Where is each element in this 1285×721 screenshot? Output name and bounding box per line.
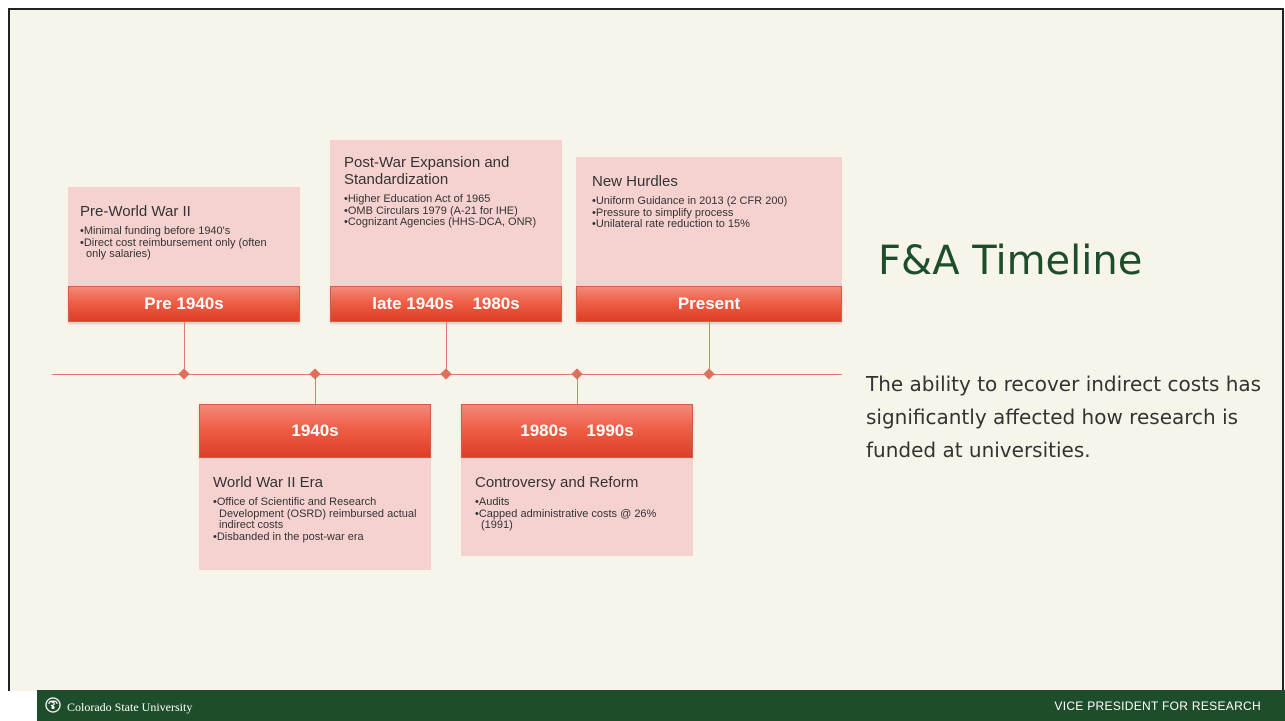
card-heading: World War II Era xyxy=(213,474,324,491)
bullet: Higher Education Act of 1965 xyxy=(344,193,550,206)
card-heading: Pre-World War II xyxy=(80,203,191,220)
card-bullets: Minimal funding before 1940's Direct cos… xyxy=(80,225,288,261)
ram-logo-icon xyxy=(45,697,61,718)
connector xyxy=(709,322,710,374)
period-bar-late-1940s-1980s: late 1940s 1980s xyxy=(330,286,562,322)
period-bar-pre-1940s: Pre 1940s xyxy=(68,286,300,322)
timeline-card-1940s: World War II Era Office of Scientific an… xyxy=(199,458,431,570)
timeline-card-1980s-1990s: Controversy and Reform Audits Capped adm… xyxy=(461,458,693,556)
timeline-card-pre-1940s: Pre-World War II Minimal funding before … xyxy=(68,187,300,287)
slide-title: F&A Timeline xyxy=(878,238,1143,284)
department-label: VICE PRESIDENT FOR RESEARCH xyxy=(1054,699,1261,713)
timeline-card-present: New Hurdles Uniform Guidance in 2013 (2 … xyxy=(576,157,842,287)
bullet: Unilateral rate reduction to 15% xyxy=(592,218,828,231)
card-bullets: Higher Education Act of 1965 OMB Circula… xyxy=(344,193,550,229)
period-bar-1940s: 1940s xyxy=(199,404,431,458)
timeline-card-late-1940s-1980s: Post-War Expansion and Standardization H… xyxy=(330,140,562,287)
bullet: Direct cost reimbursement only (often on… xyxy=(80,237,288,261)
bullet: Disbanded in the post-war era xyxy=(213,531,419,544)
period-bar-present: Present xyxy=(576,286,842,322)
bullet: Office of Scientific and Research Develo… xyxy=(213,496,419,532)
connector xyxy=(446,322,447,374)
bullet: Capped administrative costs @ 26% (1991) xyxy=(475,508,681,532)
card-bullets: Office of Scientific and Research Develo… xyxy=(213,496,419,544)
connector xyxy=(577,374,578,404)
footer-bar: Colorado State University VICE PRESIDENT… xyxy=(37,690,1285,721)
connector xyxy=(184,322,185,374)
university-logo: Colorado State University xyxy=(45,697,192,718)
university-name: Colorado State University xyxy=(67,700,193,714)
slide-description: The ability to recover indirect costs ha… xyxy=(866,372,1262,462)
bullet: OMB Circulars 1979 (A-21 for IHE) xyxy=(344,205,550,218)
card-heading: Controversy and Reform xyxy=(475,474,639,491)
bullet: Minimal funding before 1940's xyxy=(80,225,288,238)
card-heading: Post-War Expansion and Standardization xyxy=(344,154,510,188)
card-bullets: Audits Capped administrative costs @ 26%… xyxy=(475,496,681,532)
card-heading: New Hurdles xyxy=(592,173,678,190)
card-bullets: Uniform Guidance in 2013 (2 CFR 200) Pre… xyxy=(592,195,828,231)
period-bar-1980s-1990s: 1980s 1990s xyxy=(461,404,693,458)
connector xyxy=(315,374,316,404)
bullet: Pressure to simplify process xyxy=(592,207,828,220)
bullet: Audits xyxy=(475,496,681,509)
bullet: Cognizant Agencies (HHS-DCA, ONR) xyxy=(344,216,550,229)
bullet: Uniform Guidance in 2013 (2 CFR 200) xyxy=(592,195,828,208)
slide xyxy=(8,8,1284,691)
